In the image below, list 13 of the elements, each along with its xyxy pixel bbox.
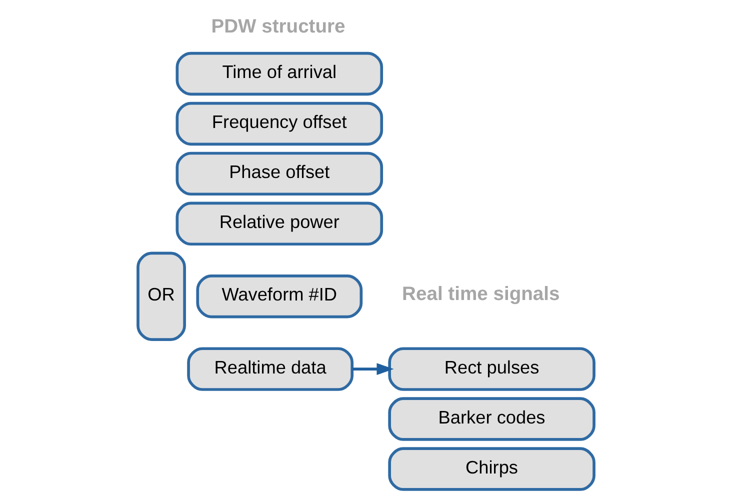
node-box: Realtime data bbox=[187, 346, 354, 390]
node-box: Waveform #ID bbox=[196, 274, 363, 318]
node-box: Phase offset bbox=[176, 151, 384, 196]
node-box: Chirps bbox=[388, 446, 596, 490]
node-box: Frequency offset bbox=[176, 101, 384, 146]
arrow bbox=[352, 362, 394, 375]
label: Real time signals bbox=[402, 283, 560, 304]
node-box: Time of arrival bbox=[176, 51, 384, 96]
node-box: Relative power bbox=[176, 201, 384, 246]
node-box: OR bbox=[136, 251, 186, 340]
label: PDW structure bbox=[211, 16, 346, 37]
node-box: Barker codes bbox=[388, 396, 596, 440]
node-box: Rect pulses bbox=[388, 346, 596, 390]
